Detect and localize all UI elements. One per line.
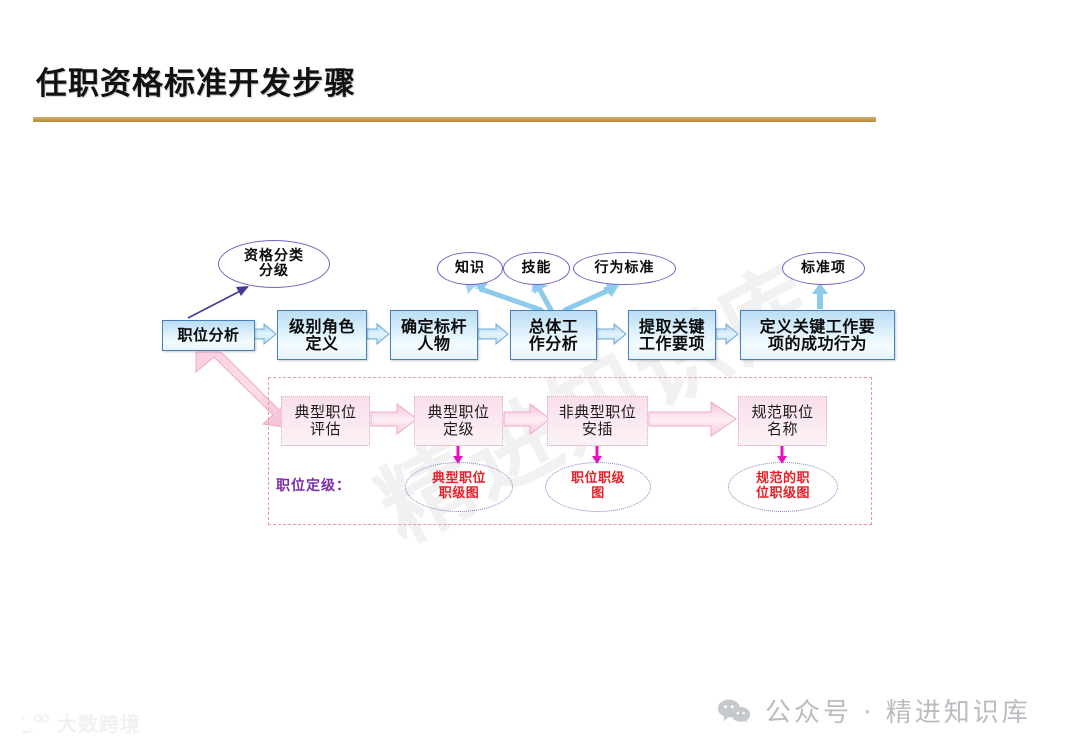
output-ellipse-label: 知识 <box>455 260 485 277</box>
process-box-step-1[interactable]: 职位分析 <box>162 320 255 351</box>
page-title: 任职资格标准开发步骤 <box>36 66 356 102</box>
grading-box-label: 典型职位定级 <box>427 403 490 438</box>
grading-box-label: 典型职位评估 <box>294 403 357 438</box>
grading-output-label: 规范的职位职级图 <box>755 471 810 501</box>
grading-box-label: 规范职位名称 <box>751 403 814 438</box>
grading-box-grade-2[interactable]: 典型职位定级 <box>414 396 503 446</box>
grading-output-ellipse-standardized-chart[interactable]: 规范的职位职级图 <box>728 462 838 512</box>
process-box-label: 确定标杆人物 <box>400 316 467 353</box>
process-box-label: 级别角色定义 <box>288 316 355 353</box>
footer-text: 公众号 · 精进知识库 <box>765 698 1031 728</box>
grading-output-label: 典型职位职级图 <box>431 471 486 501</box>
process-box-step-5[interactable]: 提取关键工作要项 <box>628 310 716 360</box>
grading-box-grade-1[interactable]: 典型职位评估 <box>281 396 370 446</box>
wechat-icon <box>717 699 751 724</box>
output-ellipse-qualification-classification[interactable]: 资格分类分级 <box>218 240 330 288</box>
process-box-step-2[interactable]: 级别角色定义 <box>277 310 367 360</box>
brand-watermark: 大数跨境 <box>22 708 141 737</box>
output-ellipse-label: 标准项 <box>801 260 846 277</box>
output-ellipse-standard-item[interactable]: 标准项 <box>782 252 865 285</box>
grading-output-ellipse-position-grade-chart[interactable]: 职位职级图 <box>545 462 651 512</box>
process-box-step-3[interactable]: 确定标杆人物 <box>390 310 478 360</box>
title-divider <box>33 117 876 122</box>
grading-box-grade-3[interactable]: 非典型职位安插 <box>547 396 648 446</box>
process-box-label: 职位分析 <box>177 326 240 345</box>
output-ellipse-skill[interactable]: 技能 <box>503 252 570 285</box>
process-box-step-6[interactable]: 定义关键工作要项的成功行为 <box>740 310 895 360</box>
process-box-step-4[interactable]: 总体工作分析 <box>510 310 597 360</box>
grading-box-label: 非典型职位安插 <box>558 403 637 438</box>
grading-output-label: 职位职级图 <box>570 471 625 501</box>
grading-output-ellipse-typical-position-chart[interactable]: 典型职位职级图 <box>405 462 513 512</box>
grading-zone-container <box>268 377 872 525</box>
grading-zone-label: 职位定级： <box>276 478 351 494</box>
output-ellipse-behavior-standard[interactable]: 行为标准 <box>573 252 676 285</box>
footer-attribution: 公众号 · 精进知识库 <box>717 692 1031 729</box>
output-ellipse-label: 资格分类分级 <box>244 248 304 279</box>
process-box-label: 定义关键工作要项的成功行为 <box>759 316 876 353</box>
output-ellipse-label: 行为标准 <box>594 260 655 277</box>
output-ellipse-knowledge[interactable]: 知识 <box>437 252 503 285</box>
brand-logo-icon <box>22 713 50 733</box>
process-box-label: 提取关键工作要项 <box>638 316 705 353</box>
process-box-label: 总体工作分析 <box>528 316 579 353</box>
output-ellipse-label: 技能 <box>521 260 552 277</box>
grading-box-grade-4[interactable]: 规范职位名称 <box>738 396 827 446</box>
brand-text: 大数跨境 <box>57 712 141 736</box>
